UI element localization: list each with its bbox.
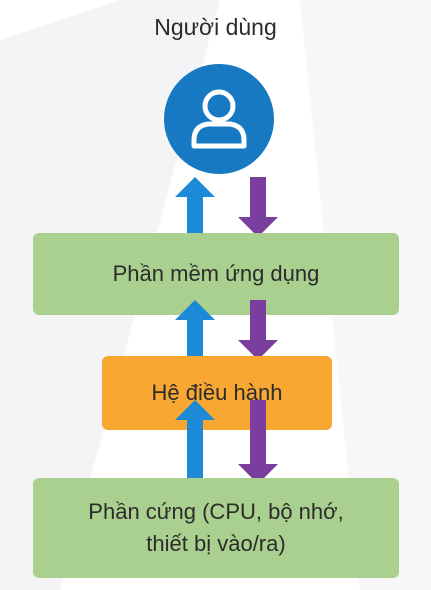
hardware-layer: Phần cứng (CPU, bộ nhớ, thiết bị vào/ra)	[33, 478, 399, 578]
user-avatar	[164, 64, 274, 174]
hardware-label-line2: thiết bị vào/ra)	[146, 531, 286, 556]
arrow-down-user-to-app	[238, 177, 278, 237]
arrow-up-hw-to-os	[175, 400, 215, 484]
arrow-down-os-to-hw	[238, 400, 278, 484]
arrow-up-app-to-user	[175, 177, 215, 237]
application-layer: Phần mềm ứng dụng	[33, 233, 399, 315]
operating-system-layer: Hệ điều hành	[102, 356, 332, 430]
hardware-layer-label: Phần cứng (CPU, bộ nhớ, thiết bị vào/ra)	[88, 496, 343, 560]
user-title: Người dùng	[154, 14, 277, 40]
application-layer-label: Phần mềm ứng dụng	[112, 261, 320, 286]
user-icon	[191, 89, 247, 149]
arrow-down-app-to-os	[238, 300, 278, 360]
arrow-up-os-to-app	[175, 300, 215, 360]
hardware-label-line1: Phần cứng (CPU, bộ nhớ,	[88, 499, 344, 524]
